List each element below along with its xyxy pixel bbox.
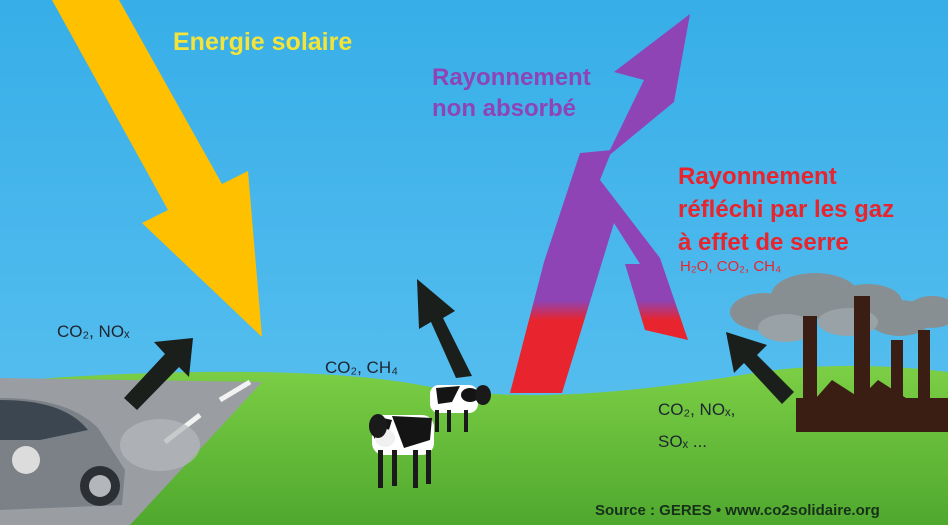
reflected-radiation-line1: Rayonnement [678, 163, 837, 190]
factory-emissions-line2: SOₓ ... [658, 432, 708, 451]
factory-emission-arrow [726, 332, 794, 404]
cow-emission-arrow [417, 279, 472, 378]
greenhouse-gases-label: H₂O, CO₂, CH₄ [680, 258, 782, 275]
car [0, 398, 200, 510]
cow-front [369, 414, 434, 488]
car-emission-arrow [124, 338, 193, 410]
unabsorbed-radiation-line2: non absorbé [432, 95, 577, 122]
road-marking [218, 379, 252, 403]
factory-smoke [730, 273, 948, 342]
solar-energy-arrow [52, 0, 262, 337]
car-emissions-label: CO₂, NOₓ [57, 322, 130, 341]
reflected-radiation-line3: à effet de serre [678, 229, 849, 256]
source-credit: Source : GERES • www.co2solidaire.org [595, 502, 880, 519]
solar-energy-label: Energie solaire [173, 28, 353, 56]
cow-back [430, 385, 491, 432]
unabsorbed-radiation-line1: Rayonnement [432, 64, 591, 91]
unabsorbed-radiation-label: Rayonnement non absorbé [432, 62, 591, 124]
cow-emissions-label: CO₂, CH₄ [325, 358, 399, 377]
factory-emissions-line1: CO₂, NOₓ, [658, 400, 736, 419]
reflected-radiation-label: Rayonnement réfléchi par les gaz à effet… [678, 160, 894, 259]
factory [796, 296, 948, 432]
reflected-radiation-arrow [510, 150, 688, 393]
unabsorbed-radiation-arrowhead [606, 14, 690, 158]
reflected-radiation-line2: réfléchi par les gaz [678, 196, 895, 223]
